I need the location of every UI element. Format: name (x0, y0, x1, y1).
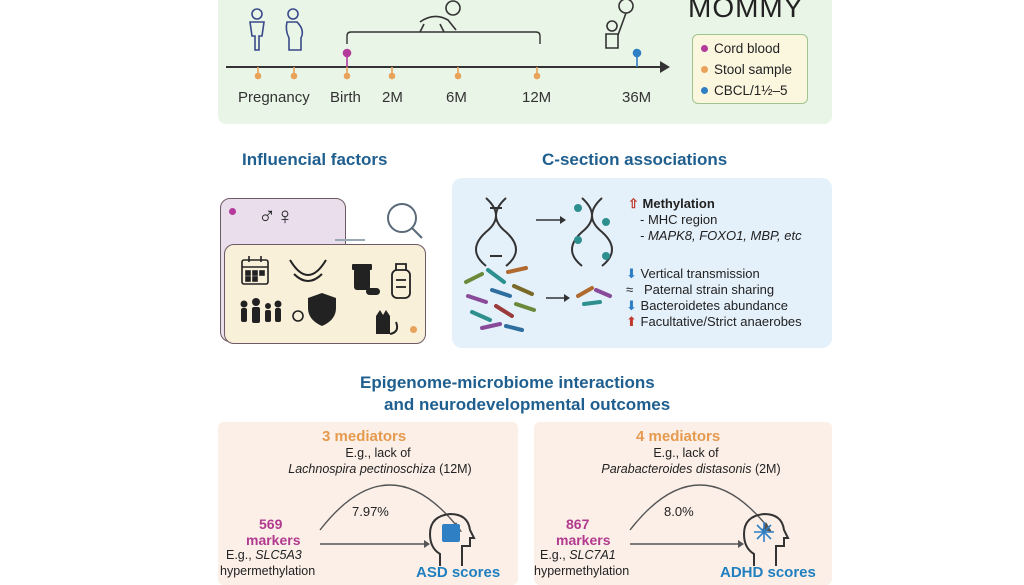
methyl-group-marks (574, 204, 610, 260)
methylation-item: - MHC region (640, 212, 718, 227)
interactions-title-line2: and neurodevelopmental outcomes (384, 395, 671, 414)
asd-arrows (319, 484, 476, 566)
microbiome-item-text: Vertical transmission (640, 266, 760, 281)
timeline-label-birth: Birth (330, 89, 361, 106)
bottle-icon (391, 263, 411, 299)
adhd-gene-line: E.g., SLC7A1 (540, 548, 616, 562)
up-arrow-icon: ⬆ (626, 314, 637, 329)
asd-mediators: 3 mediators (322, 428, 407, 445)
asd-gene-prefix: E.g., (226, 548, 256, 562)
timeline-label-6m: 6M (446, 89, 467, 106)
brace (346, 31, 541, 44)
baby-icon (419, 0, 461, 33)
adhd-arrows (629, 484, 790, 566)
legend-label: CBCL/1½–5 (714, 83, 788, 98)
asd-timepoint: (12M) (439, 462, 472, 476)
interactions-title-line1: Epigenome-microbiome interactions (360, 373, 655, 392)
head-snowflake-icon (742, 512, 790, 566)
adhd-panel (534, 422, 832, 585)
timeline-label-12m: 12M (522, 89, 552, 106)
adhd-markers-count: 867 (566, 516, 590, 532)
factor-icons (240, 203, 423, 335)
microbiome-cluster-icon (464, 266, 536, 332)
dna-icon (475, 197, 517, 267)
asd-gene-suffix: hypermethylation (220, 564, 316, 578)
timeline-label-36m: 36M (622, 89, 652, 106)
cat-icon (376, 310, 399, 335)
asd-percent: 7.97% (352, 504, 389, 519)
adhd-timepoint: (2M) (754, 462, 781, 476)
adhd-example-species-line: Parabacteroides distasonis (2M) (566, 462, 816, 476)
medicine-icon (352, 264, 380, 295)
methylation-title: Methylation (642, 196, 715, 211)
adhd-gene-prefix: E.g., (540, 548, 570, 562)
methylated-dna-icon (571, 197, 613, 267)
microbiome-item: ⬆ Facultative/Strict anaerobes (626, 314, 802, 330)
calendar-icon (241, 256, 269, 285)
brand-logo: MOMMY (688, 0, 804, 23)
cord-blood-dot (229, 208, 236, 215)
family-icon (240, 298, 282, 323)
asd-gene: SLC5A3 (255, 548, 302, 562)
adhd-mediators: 4 mediators (636, 428, 721, 445)
csection-panel (452, 178, 832, 348)
adhd-percent: 8.0% (664, 504, 694, 519)
mother-icon (249, 8, 265, 51)
adhd-gene: SLC7A1 (569, 548, 616, 562)
factors-title: Influencial factors (242, 150, 388, 169)
asd-gene-line: E.g., SLC5A3 (226, 548, 302, 562)
methylation-block: ⇧ Methylation (628, 196, 715, 212)
timeline-label-2m: 2M (382, 89, 403, 106)
reduced-microbiome-icon (576, 286, 612, 306)
microbiome-item: ⬇ Vertical transmission (626, 266, 760, 282)
shield-virus-icon (292, 293, 336, 326)
legend-label: Stool sample (714, 62, 793, 77)
legend: Cord blood Stool sample CBCL/1½–5 (692, 34, 808, 104)
adhd-score: ADHD scores (720, 564, 816, 581)
legend-item-stool-sample: Stool sample (701, 62, 792, 77)
stool-sample-marks (254, 67, 541, 80)
csection-title: C-section associations (542, 150, 728, 169)
cbcl-dot (701, 87, 708, 94)
adhd-species: Parabacteroides distasonis (601, 462, 752, 476)
legend-label: Cord blood (714, 41, 781, 56)
asd-species: Lachnospira pectinoschiza (288, 462, 436, 476)
asd-markers-word: markers (246, 532, 301, 548)
magnifier-icon (335, 203, 423, 241)
down-arrow-icon: ⬇ (626, 298, 637, 313)
microbiome-item-text: Facultative/Strict anaerobes (640, 314, 802, 329)
microbiome-item: ⬇ Bacteroidetes abundance (626, 298, 788, 314)
asd-example-line1: E.g., lack of (345, 446, 411, 460)
cord-blood-dot (701, 45, 708, 52)
timeline-label-pregnancy: Pregnancy (238, 89, 310, 106)
pregnant-icon (285, 8, 304, 51)
child-balloon-icon (605, 0, 634, 49)
up-arrow-icon: ⇧ (628, 196, 639, 211)
adhd-markers-word: markers (556, 532, 611, 548)
timeline-arrowhead (660, 61, 670, 73)
csection-graphic (464, 197, 613, 332)
sex-symbols-icon: ♂♀ (258, 203, 294, 230)
asd-example-species-line: Lachnospira pectinoschiza (12M) (250, 462, 510, 476)
timeline-graphic (226, 0, 670, 80)
asd-score: ASD scores (416, 564, 501, 581)
adhd-gene-suffix: hypermethylation (534, 564, 630, 578)
down-arrow-icon: ⬇ (626, 266, 637, 281)
microbiome-item-text: Paternal strain sharing (643, 282, 775, 297)
stool-sample-dot (701, 66, 708, 73)
head-puzzle-icon (428, 512, 476, 566)
microbiome-item: ≈ Paternal strain sharing (626, 282, 774, 297)
legend-item-cord-blood: Cord blood (701, 41, 780, 56)
asd-markers-count: 569 (259, 516, 283, 532)
approx-icon: ≈ (626, 282, 634, 297)
legend-item-cbcl: CBCL/1½–5 (701, 83, 788, 98)
cord-blood-mark (342, 48, 352, 67)
pelvis-icon (289, 259, 327, 282)
cbcl-mark (632, 48, 642, 67)
stool-sample-dot (410, 326, 417, 333)
adhd-example-line1: E.g., lack of (653, 446, 719, 460)
methylation-item: - MAPK8, FOXO1, MBP, etc (640, 228, 802, 243)
microbiome-item-text: Bacteroidetes abundance (640, 298, 788, 313)
asd-panel (218, 422, 518, 585)
